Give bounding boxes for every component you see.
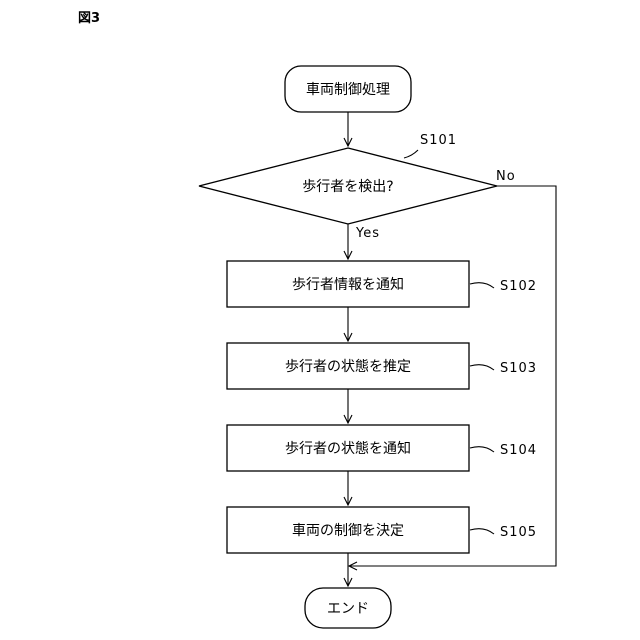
process-label: 歩行者の状態を通知: [285, 440, 411, 457]
process-label: 車両の制御を決定: [292, 522, 404, 539]
decision-step-leader: [404, 150, 418, 158]
step-leader: [470, 447, 494, 452]
step-leader: [470, 283, 494, 288]
yes-label: Yes: [355, 226, 380, 241]
figure-label: 図3: [78, 11, 100, 26]
decision-label: 歩行者を検出?: [302, 179, 393, 195]
step-leader: [470, 529, 494, 534]
process-label: 歩行者情報を通知: [292, 276, 404, 293]
process-label: 歩行者の状態を推定: [285, 359, 411, 375]
step-leader: [470, 365, 494, 370]
step-id: S102: [500, 279, 537, 294]
step-id: S103: [500, 361, 537, 376]
start-label: 車両制御処理: [306, 81, 390, 98]
step-id: S105: [500, 525, 537, 540]
decision-step-id: S101: [420, 133, 457, 148]
no-label: No: [496, 169, 516, 184]
step-id: S104: [500, 443, 537, 458]
end-label: エンド: [327, 601, 369, 617]
